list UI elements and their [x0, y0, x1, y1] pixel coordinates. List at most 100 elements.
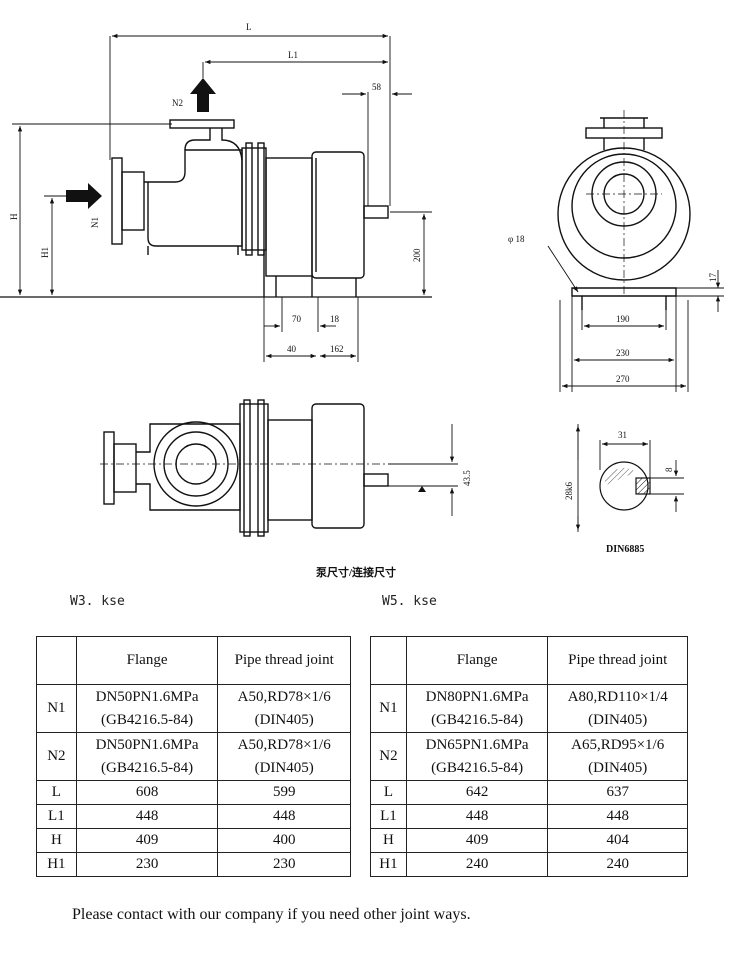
table-row: L 608 599	[36, 780, 351, 805]
flange-line: (GB4216.5-84)	[431, 711, 524, 728]
param-cell: H1	[370, 852, 407, 877]
param-cell: H	[36, 828, 77, 853]
dim-phi18: φ 18	[508, 234, 525, 244]
pump-drawing: L L1 58 N2 N1 H H1 200 70 18 40 162	[0, 22, 724, 579]
header-thread: Pipe thread joint	[217, 636, 351, 685]
table-row: N2 DN65PN1.6MPa (GB4216.5-84) A65,RD95×1/…	[370, 732, 688, 781]
flange-cell: 230	[75, 852, 219, 877]
table-row: H1 240 240	[370, 852, 688, 877]
thread-line: (DIN405)	[588, 711, 648, 728]
header-flange: Flange	[405, 636, 549, 685]
thread-cell: A80,RD110×1/4 (DIN405)	[547, 684, 688, 733]
dim-43-5: 43.5	[462, 470, 472, 486]
table-row: N2 DN50PN1.6MPa(GB4216.5-84) A50,RD78×1/…	[36, 732, 351, 781]
thread-line: (DIN405)	[254, 711, 314, 728]
label-N2: N2	[172, 98, 183, 108]
thread-line: A65,RD95×1/6	[571, 736, 665, 753]
table-row: H 409 404	[370, 828, 688, 853]
param-cell: L1	[36, 804, 77, 829]
header-blank	[36, 636, 77, 685]
model-label-w3: W3. kse	[70, 594, 125, 609]
model-label-w5: W5. kse	[382, 594, 437, 609]
flange-line: (GB4216.5-84)	[431, 759, 524, 776]
param-cell: H1	[36, 852, 77, 877]
param-cell: N2	[36, 732, 77, 781]
table-row: L1 448 448	[36, 804, 351, 829]
spec-table-w3: Flange Pipe thread joint N1 DN50PN1.6MPa…	[36, 636, 351, 877]
dim-8: 8	[664, 467, 674, 472]
flange-cell: DN50PN1.6MPa(GB4216.5-84)	[75, 732, 219, 781]
flange-line: DN50PN1.6MPa	[95, 736, 199, 753]
param-cell: L	[36, 780, 77, 805]
table-header-row: Flange Pipe thread joint	[370, 636, 688, 685]
flange-cell: 608	[75, 780, 219, 805]
thread-cell: 400	[217, 828, 351, 853]
param-cell: L	[370, 780, 407, 805]
outlet-arrow-icon	[190, 78, 216, 112]
front-view	[557, 110, 691, 310]
flange-line: DN65PN1.6MPa	[425, 736, 529, 753]
param-cell: N2	[370, 732, 407, 781]
flange-cell: DN65PN1.6MPa (GB4216.5-84)	[405, 732, 549, 781]
side-view	[0, 119, 432, 298]
spec-table-w5: Flange Pipe thread joint N1 DN80PN1.6MPa…	[370, 636, 688, 877]
thread-line: A80,RD110×1/4	[567, 688, 668, 705]
flange-cell: DN50PN1.6MPa (GB4216.5-84)	[75, 684, 219, 733]
thread-cell: A50,RD78×1/6 (DIN405)	[217, 732, 351, 781]
flange-cell: 409	[75, 828, 219, 853]
dim-270: 270	[616, 374, 630, 384]
table-row: H 409 400	[36, 828, 351, 853]
inlet-arrow-icon	[66, 183, 102, 209]
thread-cell: 230	[217, 852, 351, 877]
thread-cell: 448	[217, 804, 351, 829]
dim-230: 230	[616, 348, 630, 358]
flange-cell: 448	[75, 804, 219, 829]
thread-cell: 599	[217, 780, 351, 805]
flange-cell: 240	[405, 852, 549, 877]
dim-200: 200	[412, 248, 422, 262]
label-N1: N1	[90, 217, 100, 228]
table-row: H1 230 230	[36, 852, 351, 877]
dim-190: 190	[616, 314, 630, 324]
thread-cell: 404	[547, 828, 688, 853]
flange-line: DN50PN1.6MPa	[95, 688, 199, 705]
dim-17: 17	[708, 273, 718, 283]
dim-18: 18	[330, 314, 340, 324]
flange-cell: DN80PN1.6MPa (GB4216.5-84)	[405, 684, 549, 733]
thread-cell: 240	[547, 852, 688, 877]
thread-line: (DIN405)	[254, 759, 314, 776]
param-cell: L1	[370, 804, 407, 829]
dim-L1: L1	[288, 50, 298, 60]
key-detail	[599, 461, 651, 511]
flange-cell: 642	[405, 780, 549, 805]
header-flange: Flange	[75, 636, 219, 685]
table-row: L1 448 448	[370, 804, 688, 829]
flange-line: DN80PN1.6MPa	[425, 688, 529, 705]
param-cell: N1	[370, 684, 407, 733]
thread-cell: 448	[547, 804, 688, 829]
contact-note: Please contact with our company if you n…	[72, 906, 471, 923]
flange-cell: 448	[405, 804, 549, 829]
thread-line: A50,RD78×1/6	[237, 688, 331, 705]
dim-31: 31	[618, 430, 627, 440]
dim-70: 70	[292, 314, 302, 324]
dim-58: 58	[372, 82, 382, 92]
flow-arrows	[66, 78, 216, 209]
dim-H1: H1	[40, 247, 50, 258]
param-cell: H	[370, 828, 407, 853]
table-row: N1 DN50PN1.6MPa(GB4216.5-84) A50,RD78×1/…	[36, 684, 351, 733]
thread-cell: 637	[547, 780, 688, 805]
dim-162: 162	[330, 344, 344, 354]
flange-cell: 409	[405, 828, 549, 853]
flange-line: (GB4216.5-84)	[101, 711, 194, 728]
table-row: L 642 637	[370, 780, 688, 805]
dim-H: H	[9, 213, 19, 220]
dim-40: 40	[287, 344, 297, 354]
table-header-row: Flange Pipe thread joint	[36, 636, 351, 685]
thread-line: A50,RD78×1/6	[237, 736, 331, 753]
dim-L: L	[246, 22, 252, 32]
table-row: N1 DN80PN1.6MPa (GB4216.5-84) A80,RD110×1…	[370, 684, 688, 733]
header-thread: Pipe thread joint	[547, 636, 688, 685]
thread-cell: A65,RD95×1/6(DIN405)	[547, 732, 688, 781]
din-label: DIN6885	[606, 544, 644, 555]
